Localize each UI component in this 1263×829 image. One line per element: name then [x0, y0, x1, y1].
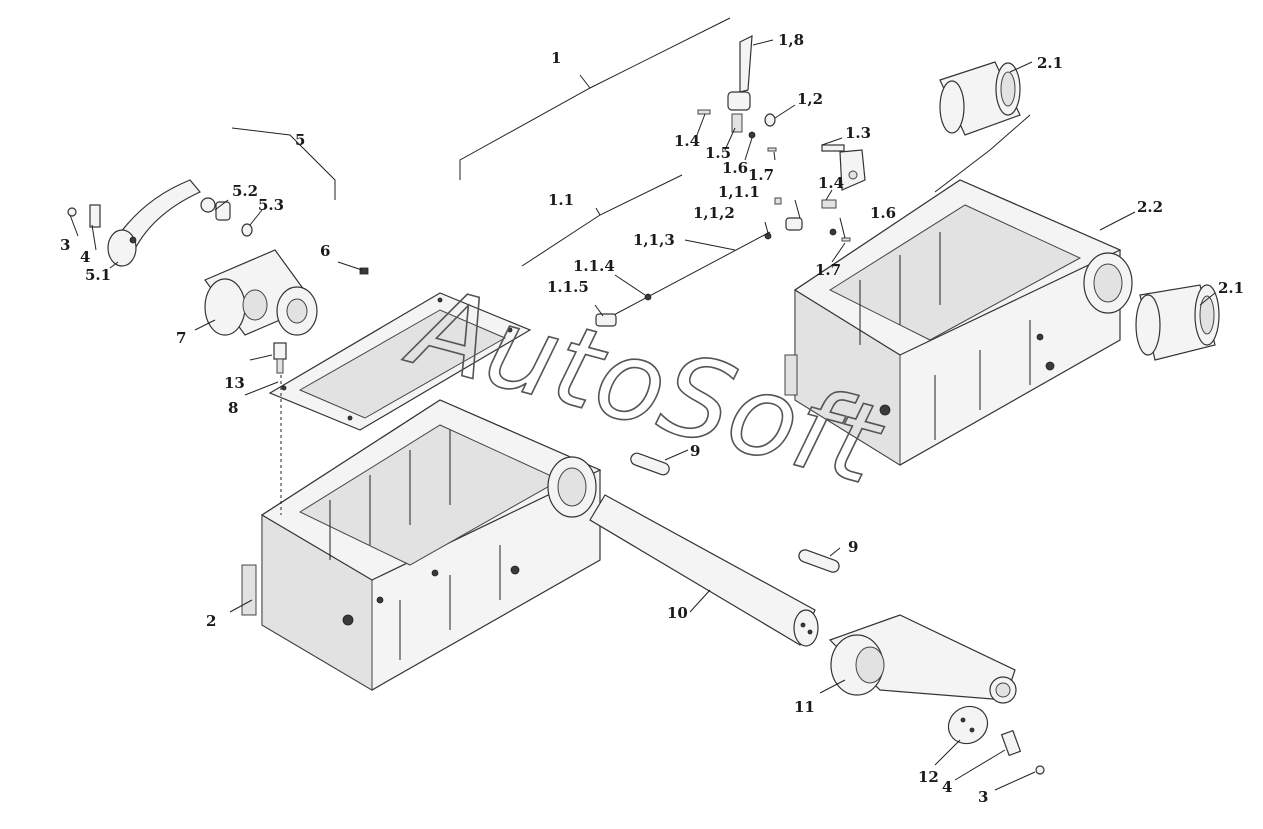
label-4-bottom: 4 — [942, 778, 952, 796]
label-1-6-top: 1.6 — [722, 159, 748, 177]
label-1-7-top: 1.7 — [748, 166, 774, 184]
label-10: 10 — [667, 604, 688, 622]
mechanism-1-parts — [595, 34, 866, 327]
label-6: 6 — [320, 242, 330, 260]
label-1: 1 — [551, 49, 561, 67]
cover-plate — [268, 292, 532, 431]
label-12: 12 — [918, 768, 939, 786]
label-1-1-1: 1,1.1 — [718, 183, 760, 201]
label-1-3: 1.3 — [845, 124, 871, 142]
label-1-1-5: 1.1.5 — [547, 278, 589, 296]
label-5: 5 — [295, 131, 305, 149]
pin-9-upper — [630, 452, 670, 476]
label-1-1-2: 1,1,2 — [693, 204, 735, 222]
bushing-2-1-top — [939, 61, 1021, 136]
label-1-2: 1,2 — [797, 90, 823, 108]
screw-3-bottom — [1035, 765, 1045, 775]
label-1-1-4: 1.1.4 — [573, 257, 615, 275]
label-1-1-3: 1,1,3 — [633, 231, 675, 249]
label-5-2: 5.2 — [232, 182, 258, 200]
arm-11 — [828, 614, 1017, 704]
label-11: 11 — [794, 698, 815, 716]
leader-lines — [69, 39, 1216, 791]
lever-5-1 — [67, 179, 253, 267]
label-2: 2 — [206, 612, 216, 630]
bolt-13 — [273, 342, 287, 515]
label-1-1: 1.1 — [548, 191, 574, 209]
label-3-top: 3 — [60, 236, 70, 254]
label-2-1-top: 2.1 — [1037, 54, 1063, 72]
label-1-5: 1.5 — [705, 144, 731, 162]
label-1-4-mid: 1.4 — [818, 174, 844, 192]
label-3-bottom: 3 — [978, 788, 988, 806]
label-8: 8 — [228, 399, 238, 417]
label-1-6-mid: 1.6 — [870, 204, 896, 222]
label-5-3: 5.3 — [258, 196, 284, 214]
label-13: 13 — [224, 374, 245, 392]
shaft-10 — [589, 494, 819, 647]
pin-9-lower — [798, 549, 840, 573]
label-9-upper: 9 — [690, 442, 700, 460]
label-1-8: 1,8 — [778, 31, 804, 49]
cylinder-7 — [204, 249, 318, 336]
plate-4-bottom — [1000, 729, 1022, 757]
part-6 — [359, 267, 369, 275]
label-7: 7 — [176, 329, 186, 347]
label-1-4-top: 1.4 — [674, 132, 700, 150]
label-4-top: 4 — [80, 248, 90, 266]
bushing-2-1-right — [1135, 284, 1220, 361]
label-2-2: 2.2 — [1137, 198, 1163, 216]
bracket-1 — [459, 17, 731, 180]
right-housing — [784, 179, 1133, 466]
label-5-1: 5.1 — [85, 266, 111, 284]
left-housing — [241, 399, 602, 691]
disc-12 — [947, 705, 989, 745]
bracket-5 — [231, 127, 336, 200]
label-1-7-mid: 1.7 — [815, 261, 841, 279]
bracket-2-1 — [934, 114, 1031, 193]
label-2-1-right: 2.1 — [1218, 279, 1244, 297]
bracket-1-1 — [521, 174, 683, 267]
part-labels: 1 1,8 2.1 1,2 1.4 1.5 1.3 1.6 1.7 5 5.2 … — [60, 31, 1244, 806]
label-9-lower: 9 — [848, 538, 858, 556]
